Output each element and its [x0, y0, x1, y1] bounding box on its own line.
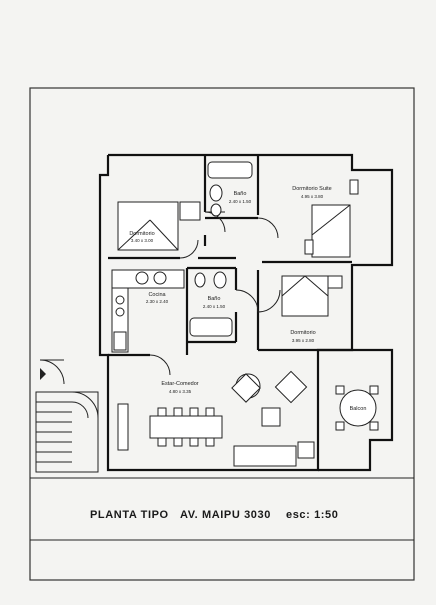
bed-dormitorio-1	[117, 201, 201, 251]
sofa	[233, 445, 297, 467]
room-label-balcon: Balcon	[350, 406, 367, 412]
living-dining-furniture	[117, 370, 315, 467]
dining-table	[149, 415, 223, 439]
room-label-dormitorio-suite: Dormitorio Suite	[292, 186, 331, 192]
room-label-dormitorio-2: Dormitorio	[290, 330, 315, 336]
room-label-bano-2: Baño	[208, 296, 221, 302]
balcony-furniture	[335, 385, 379, 431]
room-label-cocina: Cocina	[148, 292, 166, 298]
plan-caption: PLANTA TIPO AV. MAIPU 3030 esc: 1:50	[90, 509, 339, 521]
room-dims-dormitorio-suite: 4.95 x 3.80	[301, 194, 324, 199]
caption-scale: esc: 1:50	[286, 509, 339, 521]
kitchen-fixtures	[111, 269, 185, 353]
entrance-arrow-icon	[40, 368, 46, 380]
room-labels: Dormitorio 3.40 x 3.00 Baño 2.40 x 1.50 …	[129, 186, 366, 412]
caption-title: PLANTA TIPO	[90, 509, 169, 521]
bathroom-1-fixtures	[207, 161, 253, 217]
room-dims-estar-comedor: 4.80 x 3.35	[169, 389, 192, 394]
stairwell	[35, 368, 99, 473]
room-label-estar-comedor: Estar-Comedor	[161, 381, 198, 387]
doors	[39, 211, 281, 385]
caption-address: AV. MAIPU 3030	[180, 509, 271, 521]
room-label-dormitorio-1: Dormitorio	[129, 231, 154, 237]
bed-suite	[304, 179, 359, 258]
room-dims-bano-2: 2.40 x 1.50	[203, 304, 226, 309]
bathroom-2-fixtures	[189, 271, 233, 337]
room-dims-dormitorio-2: 3.95 x 2.80	[292, 338, 315, 343]
room-dims-bano-1: 2.40 x 1.50	[229, 199, 252, 204]
room-dims-cocina: 2.30 x 2.40	[146, 299, 169, 304]
room-label-bano-1: Baño	[234, 191, 247, 197]
bed-dormitorio-2	[281, 275, 343, 317]
sheet-frame	[29, 87, 415, 581]
room-dims-dormitorio-1: 3.40 x 3.00	[131, 238, 154, 243]
